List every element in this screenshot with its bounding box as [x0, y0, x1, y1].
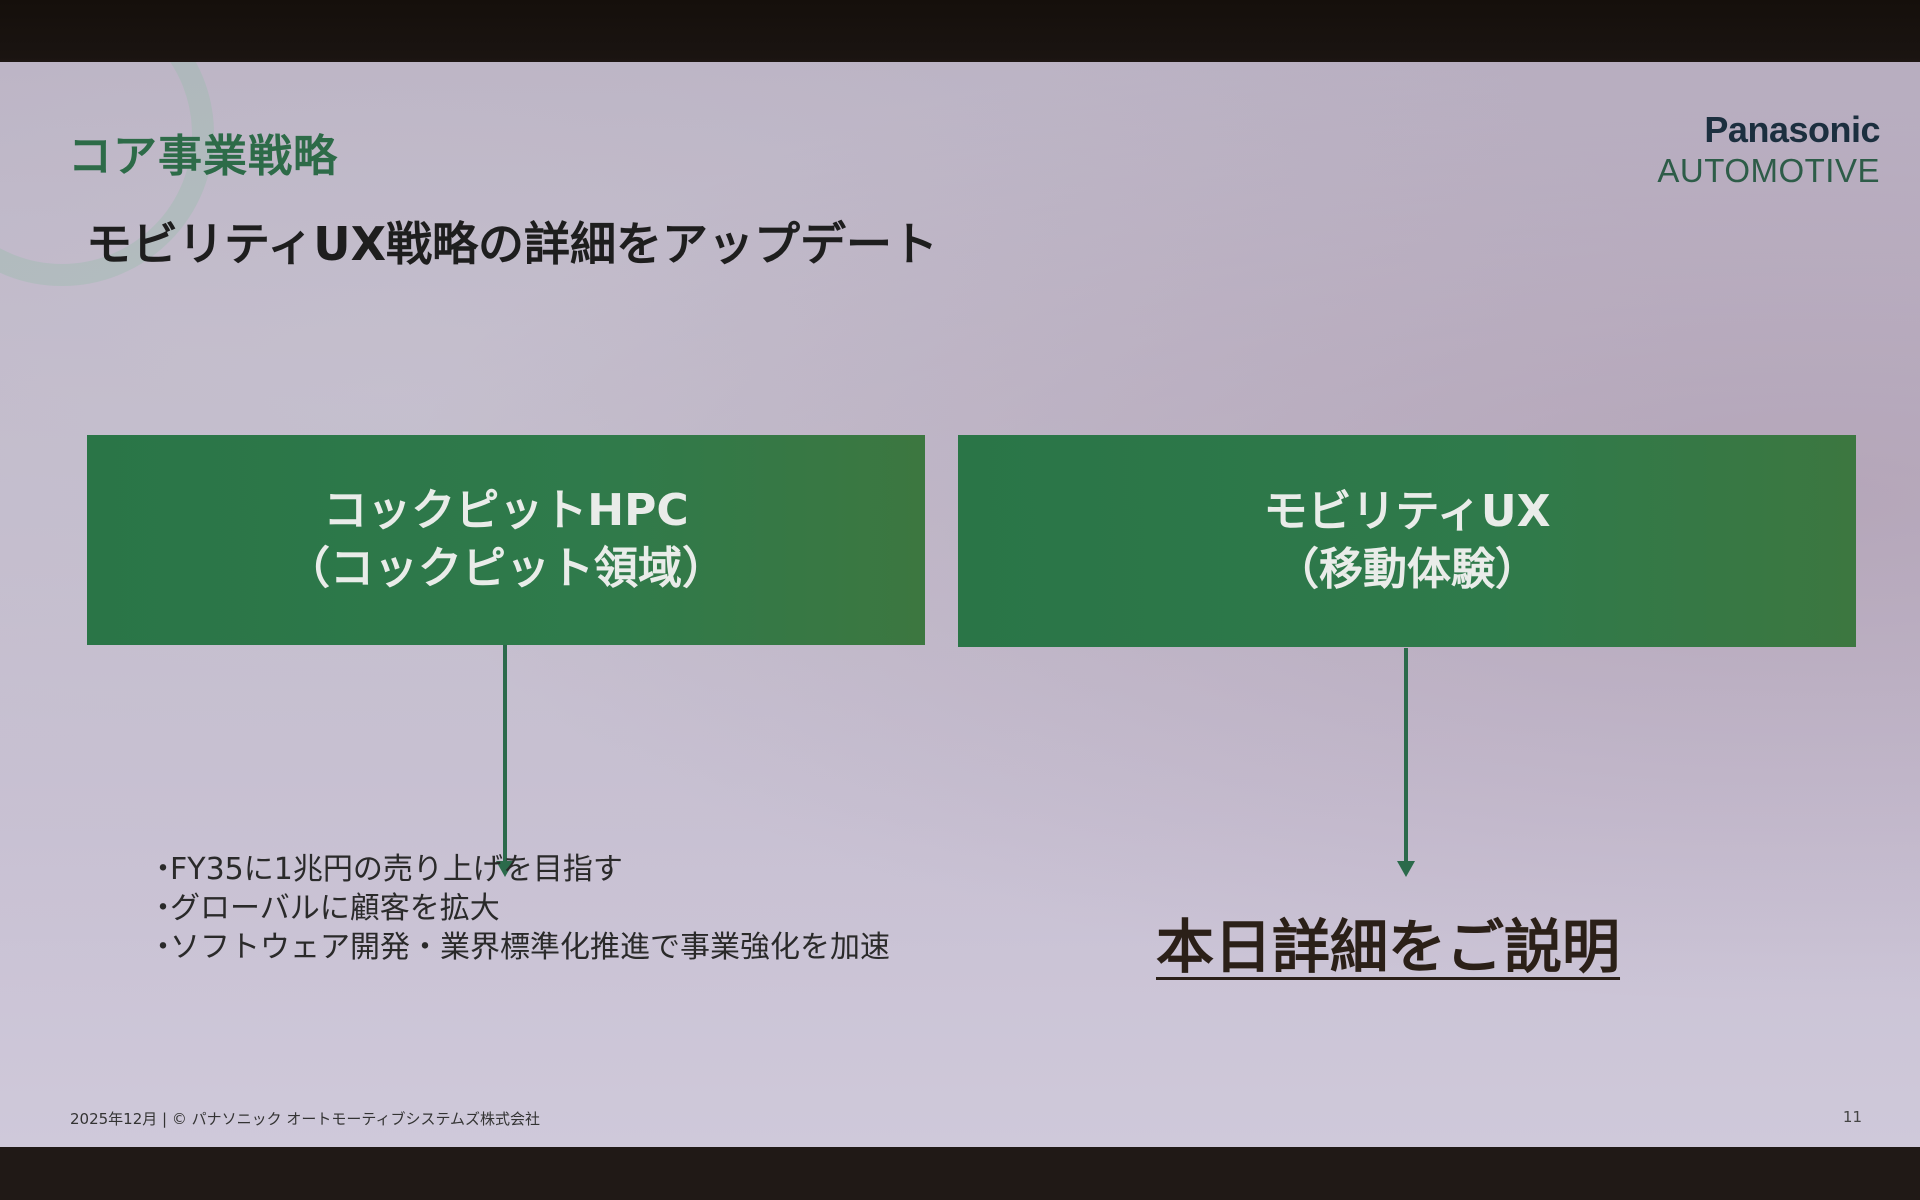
page-number: 11: [1842, 1108, 1862, 1126]
cockpit-hpc-subtitle: （コックピット領域）: [286, 543, 726, 594]
bullet-item: ソフトウェア開発・業界標準化推進で事業強化を加速: [148, 928, 890, 967]
bullet-item: FY35に1兆円の売り上げを目指す: [148, 850, 890, 889]
mobility-ux-callout: 本日詳細をご説明: [1156, 913, 1621, 981]
mobility-ux-box: モビリティUX （移動体験）: [958, 435, 1856, 647]
mobility-ux-subtitle: （移動体験）: [1275, 544, 1539, 595]
section-title: コア事業戦略: [68, 131, 338, 182]
logo-name: Panasonic: [1704, 109, 1880, 150]
bullet-item: グローバルに顧客を拡大: [148, 889, 890, 928]
down-arrow-icon: [496, 645, 514, 877]
panasonic-automotive-logo: Panasonic AUTOMOTIVE: [1657, 109, 1880, 189]
slide-footer: 2025年12月 | © パナソニック オートモーティブシステムズ株式会社: [70, 1110, 541, 1128]
logo-subtitle: AUTOMOTIVE: [1657, 152, 1880, 189]
cockpit-hpc-title: コックピットHPC: [323, 485, 689, 536]
cockpit-hpc-bullet-list: FY35に1兆円の売り上げを目指す グローバルに顧客を拡大 ソフトウェア開発・業…: [148, 850, 890, 967]
presentation-slide: コア事業戦略 モビリティUX戦略の詳細をアップデート Panasonic AUT…: [0, 62, 1920, 1147]
down-arrow-icon: [1397, 648, 1415, 877]
slide-headline: モビリティUX戦略の詳細をアップデート: [86, 217, 939, 271]
cockpit-hpc-box: コックピットHPC （コックピット領域）: [87, 435, 925, 645]
mobility-ux-title: モビリティUX: [1263, 486, 1551, 537]
